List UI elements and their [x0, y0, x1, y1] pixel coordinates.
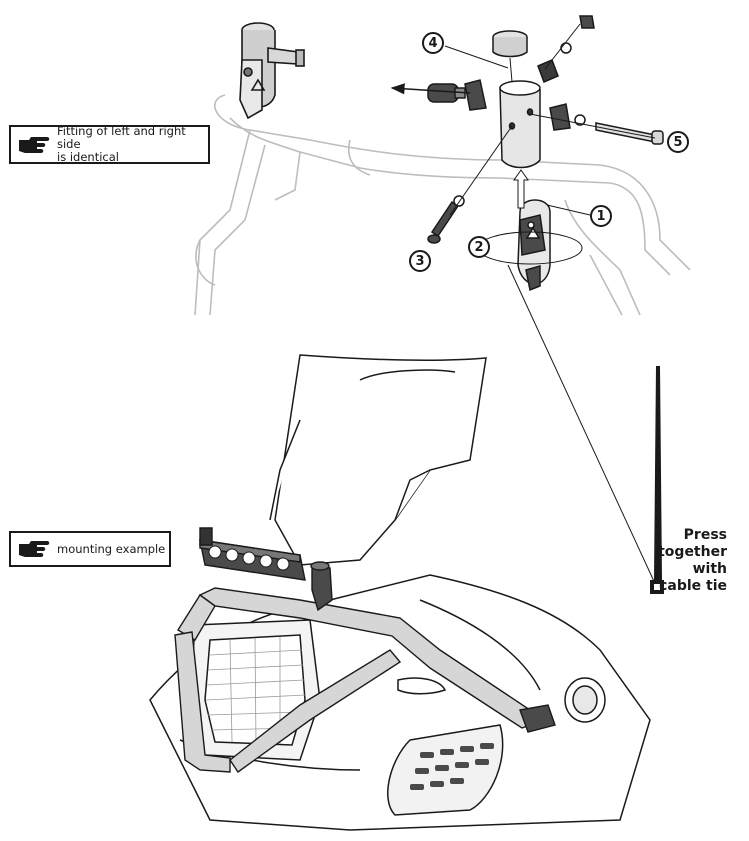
note-fitting-identical: Fitting of left and right side is identi…	[9, 125, 210, 164]
pointing-hand-icon	[19, 541, 50, 557]
crash-bar-outline-top	[194, 94, 691, 316]
led-light-bar	[199, 527, 556, 733]
crash-bar-bottom	[174, 587, 540, 773]
note-mounting-text: mounting example	[57, 541, 166, 556]
callout-4: 4	[422, 32, 444, 54]
note-mounting-example: mounting example	[9, 531, 171, 567]
callout-1: 1	[590, 205, 612, 227]
callout-3: 3	[409, 250, 431, 272]
note-fitting-text: Fitting of left and right side is identi…	[57, 124, 186, 164]
cable-tie-icon	[650, 366, 664, 594]
mounted-holder-left	[239, 22, 305, 120]
pointing-hand-icon	[19, 136, 50, 153]
callout-2: 2	[468, 236, 490, 258]
callout-5: 5	[667, 131, 689, 153]
assembly-guides	[390, 23, 659, 591]
cable-tie-instruction: Press together with cable tie	[658, 527, 727, 594]
motorcycle-illustration	[149, 354, 651, 831]
exploded-assembly	[427, 15, 664, 292]
